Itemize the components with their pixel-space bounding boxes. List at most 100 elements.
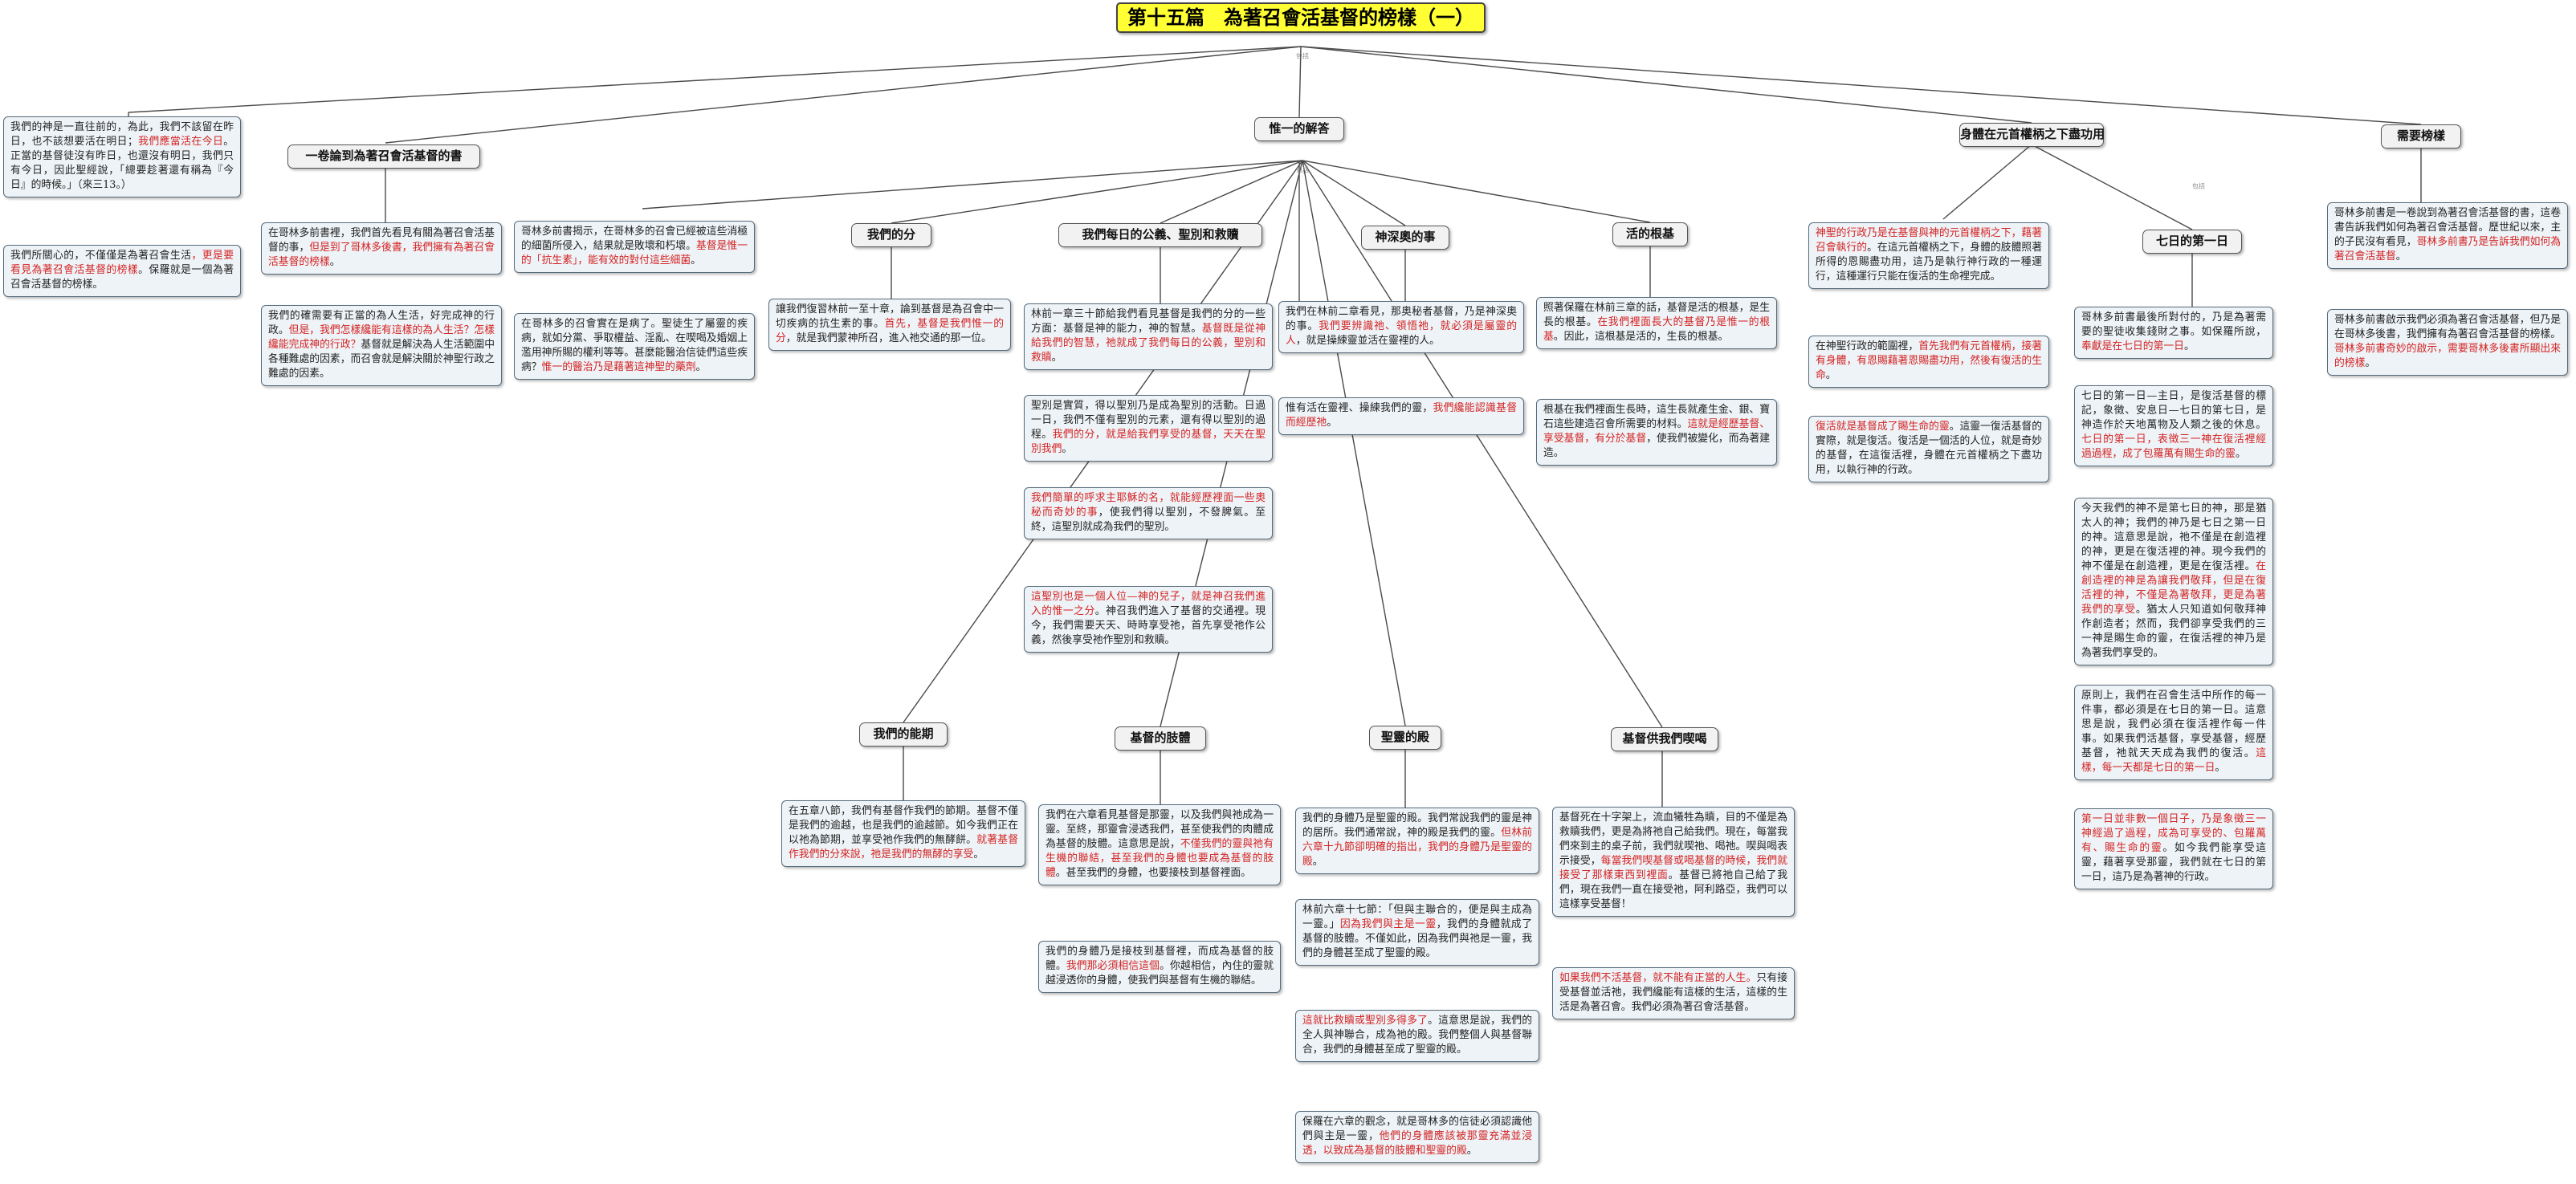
topic-xuyao[interactable]: 需要榜樣 bbox=[2381, 124, 2461, 149]
body-text: 。在這元首權柄之下，身體的肢體照著所得的恩賜盡功用，這乃是執行神行政的一種運行，… bbox=[1816, 242, 2043, 283]
note-text: 我們的確需要有正當的為人生活，好完成神的行政。但是，我們怎樣纔能有這樣的為人生活… bbox=[268, 310, 495, 380]
highlight-text: 每當我們喫基督或喝基督的時候，我們就接受了那樣東西到裡面 bbox=[1559, 855, 1788, 881]
body-text: 。 bbox=[2235, 448, 2246, 460]
root-title[interactable]: 第十五篇 為著召會活基督的榜樣（一） bbox=[1116, 2, 1486, 33]
note-text: 在哥林多的召會實在是病了。聖徒生了屬靈的疾病，就如分黨、爭取權益、淫亂、在喫喝及… bbox=[521, 318, 748, 373]
note-text: 我們的神是一直往前的，為此，我們不該留在昨日，也不該想要活在明日；我們應當活在今… bbox=[10, 121, 234, 191]
note-huogen-1: 照著保羅在林前三章的話，基督是活的根基，是生長的根基。在我們裡面長大的基督乃是惟… bbox=[1536, 297, 1777, 349]
note-nengli: 在五章八節，我們有基督作我們的節期。基督不僅是我們的逾越，也是我們的逾越節。如今… bbox=[781, 800, 1025, 867]
topic-shengdian[interactable]: 聖靈的殿 bbox=[1369, 726, 1441, 750]
topic-shenshen[interactable]: 神深奧的事 bbox=[1361, 226, 1449, 250]
body-text: 。 bbox=[1825, 369, 1836, 381]
highlight-text: 這就是經歷基督、享受基督，有分於基督 bbox=[1543, 418, 1771, 445]
note-today: 我們的神是一直往前的，為此，我們不該留在昨日，也不該想要活在明日；我們應當活在今… bbox=[3, 116, 241, 197]
body-text: ，就是操練靈並活在靈裡的人。 bbox=[1295, 335, 1440, 347]
topic-huogen[interactable]: 活的根基 bbox=[1612, 222, 1688, 246]
body-text: 。甚至我們的身體，也要接枝到基督裡面。 bbox=[1055, 867, 1251, 879]
note-text: 在神聖行政的範圍裡，首先我們有元首權柄，接著有身體，有恩賜藉著恩賜盡功用，然後有… bbox=[1816, 340, 2042, 381]
body-text: 在哥林多前書裡，我們首先看見有關為著召會活基督的事， bbox=[268, 227, 495, 254]
note-weiyi-1: 哥林多前書揭示，在哥林多的召會已經被這些消極的細菌所侵入，結果就是敗壞和朽壞。基… bbox=[514, 221, 755, 273]
highlight-text: 就著基督作我們的分來說，祂是我們的無酵的享受 bbox=[789, 834, 1019, 861]
note-gongshan-4: 這聖別也是一個人位—神的兒子，就是神召我們進入的惟一之分。神召我們進入了基督的交… bbox=[1024, 586, 1273, 653]
topic-nengli[interactable]: 我們的能期 bbox=[859, 722, 948, 747]
note-text: 原則上，我們在召會生活中所作的每一件事，都必須是在七日的第一日。這意思是說，我們… bbox=[2081, 690, 2266, 774]
note-qiri-2: 七日的第一日—主日，是復活基督的標記，象徵、安息日—七日的第七日，是神造作於天地… bbox=[2074, 385, 2273, 466]
body-text: 照著保羅在林前三章的話，基督是活的根基，是生長的根基。 bbox=[1543, 302, 1770, 328]
highlight-text: 如果我們不活基督，就不能有正當的人生。 bbox=[1559, 972, 1757, 984]
body-text: ，使我們得以聖別，不發脾氣。至終，這聖別就成為我們的聖別。 bbox=[1031, 507, 1266, 533]
body-text: 在哥林多的召會實在是病了。聖徒生了屬靈的疾病，就如分黨、爭取權益、淫亂、在喫喝及… bbox=[521, 318, 748, 373]
note-shengdian-3: 這就比救贖或聖別多得多了。這意思是說，我們的全人與神聯合，成為祂的殿。我們整個人… bbox=[1295, 1010, 1539, 1062]
body-text: 哥林多前書是一卷說到為著召會活基督的書，這卷書告訴我們如何為著召會活基督。歷世紀… bbox=[2334, 207, 2561, 248]
body-text: 保羅在六章的觀念，就是哥林多的信徒必須認識他們與主是一靈， bbox=[1302, 1116, 1532, 1142]
topic-gongshan[interactable]: 我們每日的公義、聖別和救贖 bbox=[1058, 223, 1262, 247]
body-text: 七日的第一日—主日，是復活基督的標記，象徵、安息日—七日的第七日，是神造作於天地… bbox=[2081, 390, 2266, 431]
body-text: 我們的身體乃是聖靈的殿。我們常說我們的靈是神的居所。我們通常說，神的殿是我們的靈… bbox=[1302, 812, 1532, 839]
highlight-text: 我們的分，就是給我們享受的基督，天天在聖別我們 bbox=[1031, 429, 1266, 455]
body-text: 。基督已將祂自己給了我們，現在我們一直在接受祂，阿利路亞，我們可以這樣享受基督！ bbox=[1559, 869, 1788, 910]
body-text: 我們所關心的，不僅僅是為著召會生活 bbox=[10, 250, 192, 262]
body-text: 。 bbox=[695, 361, 707, 373]
body-text: 。 bbox=[1062, 443, 1073, 455]
body-text: ，就是我們蒙神所召，進入祂交通的那一位。 bbox=[785, 332, 992, 344]
body-text: 。神召我們進入了基督的交通裡。現今，我們需要天天、時時享受祂，首先享受祂作公義，… bbox=[1031, 605, 1266, 646]
note-gongshan-3: 我們簡單的呼求主耶穌的名，就能經歷裡面一些奧秘而奇妙的事，使我們得以聖別，不發脾… bbox=[1024, 487, 1273, 539]
body-text: 。 bbox=[1466, 1145, 1478, 1157]
note-text: 在哥林多前書裡，我們首先看見有關為著召會活基督的事，但是到了哥林多後書，我們擁有… bbox=[268, 227, 495, 268]
topic-fen[interactable]: 我們的分 bbox=[851, 223, 931, 247]
note-text: 我們的身體乃是接枝到基督裡，而成為基督的肢體。我們那必須相信這個。你越相信，內住… bbox=[1045, 946, 1274, 987]
topic-shenti[interactable]: 身體在元首權柄之下盡功用 bbox=[1959, 123, 2105, 147]
body-text: 。這靈一復活基督的實際，就是復活。復活是一個活的人位，就是奇妙的基督，在這復活裡… bbox=[1816, 421, 2043, 476]
note-shengdian-4: 保羅在六章的觀念，就是哥林多的信徒必須認識他們與主是一靈，他們的身體應該被那靈充… bbox=[1295, 1111, 1539, 1163]
body-text: 我們的確需要有正當的為人生活，好完成神的行政。 bbox=[268, 310, 495, 336]
note-text: 哥林多前書是一卷說到為著召會活基督的書，這卷書告訴我們如何為著召會活基督。歷世紀… bbox=[2334, 207, 2561, 262]
note-text: 復活就是基督成了賜生命的靈。這靈一復活基督的實際，就是復活。復活是一個活的人位，… bbox=[1816, 421, 2042, 476]
highlight-text: 首先我們有元首權柄，接著有身體，有恩賜藉著恩賜盡功用，然後有復活的生命 bbox=[1816, 340, 2043, 381]
body-text: 。 bbox=[1051, 352, 1062, 364]
body-text: 哥林多前書啟示我們必須為著召會活基督，但乃是在哥林多後書，我們擁有為著召會活基督… bbox=[2334, 314, 2561, 340]
note-text: 第一日並非數一個日子，乃是象徵三一神經過了過程，成為可享受的、包羅萬有、賜生命的… bbox=[2081, 813, 2266, 883]
body-text: 根基在我們裡面生長時，這生長就產生金、銀、寶石這些建造召會所需要的材料。 bbox=[1543, 404, 1770, 430]
note-xuyao-2: 哥林多前書啟示我們必須為著召會活基督，但乃是在哥林多後書，我們擁有為著召會活基督… bbox=[2327, 309, 2568, 376]
body-text: 林前六章十七節：「但與主聯合的，便是與主成為一靈。」 bbox=[1302, 904, 1532, 930]
connector-label: 包括 bbox=[1296, 166, 1309, 174]
topic-zhiti[interactable]: 基督的肢體 bbox=[1115, 726, 1206, 751]
body-text: 基督死在十字架上，流血犧牲為贖，目的不僅是為救贖我們，更是為將祂自己給我們。現在… bbox=[1559, 812, 1787, 867]
highlight-text: 在創造裡的神是為讓我們敬拜，但是在復活裡的神，不僅是為著敬拜，更是為著我們的享受 bbox=[2081, 560, 2266, 616]
note-shengdian-2: 林前六章十七節：「但與主聯合的，便是與主成為一靈。」因為我們與主是一靈，我們的身… bbox=[1295, 899, 1539, 966]
highlight-text: 我們要辨識祂、領悟祂，就必須是屬靈的人 bbox=[1286, 320, 1518, 347]
body-text: 。 bbox=[1312, 856, 1323, 868]
highlight-text: 我們應當活在今日 bbox=[137, 136, 224, 148]
body-text: 哥林多前書揭示，在哥林多的召會已經被這些消極的細菌所侵入，結果就是敗壞和朽壞。 bbox=[521, 226, 748, 252]
highlight-text: 基督既是從神給我們的智慧，祂就成了我們每日的公義，聖別和救贖 bbox=[1031, 323, 1266, 364]
body-text: 聖別是實質，得以聖別乃是成為聖別的活動。日過一日，我們不僅有聖別的元素，還有得以… bbox=[1031, 400, 1266, 441]
topic-qiri[interactable]: 七日的第一日 bbox=[2142, 230, 2242, 254]
note-text: 我們簡單的呼求主耶穌的名，就能經歷裡面一些奧秘而奇妙的事，使我們得以聖別，不發脾… bbox=[1031, 492, 1266, 533]
body-text: 。 bbox=[973, 848, 984, 861]
note-shenshen-1: 我們在林前二章看見，那奧秘者基督，乃是神深奧的事。我們要辨識祂、領悟祂，就必須是… bbox=[1278, 301, 1524, 353]
note-shengdian-1: 我們的身體乃是聖靈的殿。我們常說我們的靈是神的居所。我們通常說，神的殿是我們的靈… bbox=[1295, 808, 1539, 874]
highlight-text: 但是，我們怎樣纔能有這樣的為人生活？怎樣纔能完成神的行政？ bbox=[268, 324, 495, 351]
highlight-text: 哥林多前書奇妙的啟示，需要哥林多後書所顯出來的榜樣 bbox=[2334, 343, 2561, 369]
body-text: 林前一章三十節給我們看見基督是我們的分的一些方面：基督是神的能力，神的智慧。 bbox=[1031, 308, 1266, 335]
note-text: 保羅在六章的觀念，就是哥林多的信徒必須認識他們與主是一靈，他們的身體應該被那靈充… bbox=[1302, 1116, 1532, 1157]
connector-label: 包括 bbox=[1296, 52, 1309, 60]
topic-weiyi[interactable]: 惟一的解答 bbox=[1254, 117, 1344, 141]
topic-yijuan[interactable]: 一卷論到為著召會活基督的書 bbox=[287, 144, 480, 169]
note-text: 我們在林前二章看見，那奧秘者基督，乃是神深奧的事。我們要辨識祂、領悟祂，就必須是… bbox=[1286, 306, 1517, 347]
body-text: 。正當的基督徒沒有昨日，也還沒有明日，我們只有今日，因此聖經說，「總要趁著還有稱… bbox=[10, 136, 234, 191]
note-qiri-4: 原則上，我們在召會生活中所作的每一件事，都必須是在七日的第一日。這意思是說，我們… bbox=[2074, 685, 2273, 780]
note-text: 這就比救贖或聖別多得多了。這意思是說，我們的全人與神聯合，成為祂的殿。我們整個人… bbox=[1302, 1015, 1532, 1056]
topic-bingyan[interactable]: 基督供我們喫喝 bbox=[1611, 727, 1718, 751]
body-text: 。你越相信，內住的靈就越浸透你的身體，使我們與基督有生機的聯結。 bbox=[1045, 960, 1274, 987]
note-zhiti-2: 我們的身體乃是接枝到基督裡，而成為基督的肢體。我們那必須相信這個。你越相信，內住… bbox=[1038, 941, 1281, 993]
note-xuyao-1: 哥林多前書是一卷說到為著召會活基督的書，這卷書告訴我們如何為著召會活基督。歷世紀… bbox=[2327, 202, 2568, 269]
note-text: 七日的第一日—主日，是復活基督的標記，象徵、安息日—七日的第七日，是神造作於天地… bbox=[2081, 390, 2266, 460]
body-text: 讓我們復習林前一至十章，論到基督是為召會中一切疾病的抗生素的事。 bbox=[776, 303, 1004, 330]
note-bingyan-1: 基督死在十字架上，流血犧牲為贖，目的不僅是為救贖我們，更是為將祂自己給我們。現在… bbox=[1552, 807, 1795, 917]
note-text: 讓我們復習林前一至十章，論到基督是為召會中一切疾病的抗生素的事。首先，基督是我們… bbox=[776, 303, 1004, 344]
body-text: 今天我們的神不是第七日的神，那是猶太人的神；我們的神乃是七日之第一日的神。這意思… bbox=[2081, 502, 2266, 572]
note-yijuan-1: 在哥林多前書裡，我們首先看見有關為著召會活基督的事，但是到了哥林多後書，我們擁有… bbox=[261, 222, 502, 275]
note-text: 林前六章十七節：「但與主聯合的，便是與主成為一靈。」因為我們與主是一靈，我們的身… bbox=[1302, 904, 1532, 959]
body-text: 我們的神是一直往前的，為此，我們不該留在昨日，也不該想要活在明日； bbox=[10, 121, 234, 148]
